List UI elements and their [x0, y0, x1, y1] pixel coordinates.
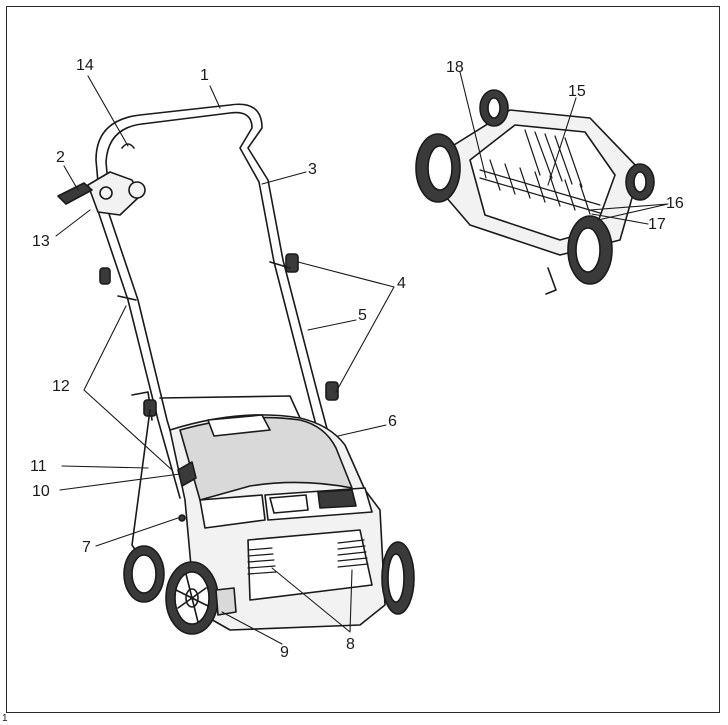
callout-8: 8	[346, 636, 355, 653]
underside-inner	[469, 124, 616, 241]
underside-wheel-right	[567, 215, 613, 285]
corner-mark: 1	[2, 713, 8, 724]
callout-4: 4	[397, 275, 406, 292]
callout-7: 7	[82, 539, 91, 556]
callout-18: 18	[446, 59, 464, 76]
leader-lines	[55, 71, 669, 645]
callout-10: 10	[32, 483, 50, 500]
underside-wheel-rear	[479, 89, 509, 127]
callout-15: 15	[568, 83, 586, 100]
callout-13: 13	[32, 233, 50, 250]
power-inlet	[215, 587, 237, 616]
wheel-rear-left	[123, 545, 165, 603]
cover-lid	[207, 414, 271, 437]
callout-1: 1	[200, 67, 209, 84]
callout-6: 6	[388, 413, 397, 430]
cable-clip	[121, 143, 135, 149]
callout-11: 11	[30, 458, 47, 475]
callout-3: 3	[308, 161, 317, 178]
underside-wheel-right-rear	[625, 163, 655, 201]
switch-box	[57, 171, 146, 216]
callout-17: 17	[648, 216, 666, 233]
callout-14: 14	[76, 57, 94, 74]
callout-2: 2	[56, 149, 65, 166]
callout-5: 5	[358, 307, 367, 324]
depth-lever	[177, 461, 197, 487]
ventilation-slots	[247, 539, 369, 575]
wheel-front-left	[165, 561, 219, 635]
callout-9: 9	[280, 644, 289, 661]
callout-16: 16	[666, 195, 684, 212]
underside-lever	[545, 267, 557, 295]
handle-bar	[95, 103, 339, 473]
wheel-front-right	[381, 541, 415, 615]
handle-knob-right	[285, 253, 339, 401]
figure-frame	[6, 6, 720, 713]
underside-wheel-left	[415, 133, 461, 203]
tine-roller	[479, 129, 601, 215]
callout-12: 12	[52, 378, 70, 395]
